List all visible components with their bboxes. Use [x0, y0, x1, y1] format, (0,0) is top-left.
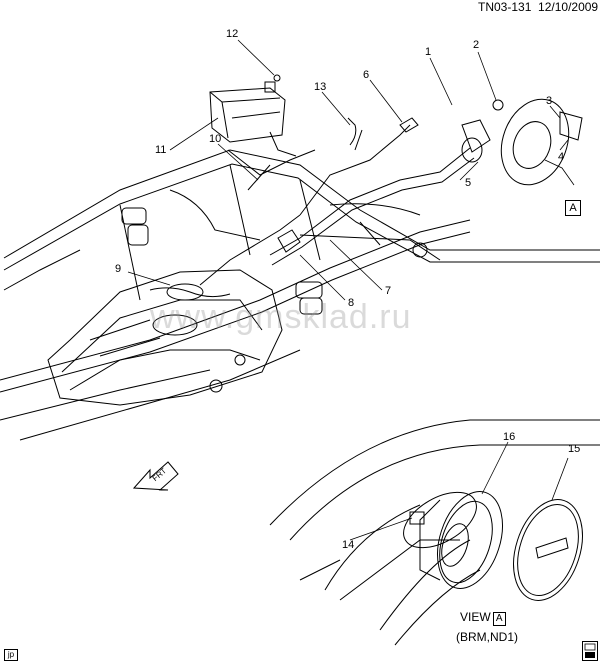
callout-16: 16	[503, 431, 516, 443]
watermark: www.gmsklad.ru	[150, 298, 412, 336]
body-mount	[121, 207, 428, 393]
callout-5: 5	[465, 177, 472, 189]
vapor-lines	[199, 117, 419, 286]
callout-11: 11	[155, 144, 167, 156]
evap-canister	[209, 74, 297, 157]
callout-7: 7	[385, 285, 392, 297]
chassis-frame	[0, 149, 600, 441]
callout-1: 1	[425, 46, 432, 58]
callout-9: 9	[115, 263, 122, 275]
fuel-filler-housing	[409, 491, 503, 589]
corner-code: jp	[4, 649, 18, 661]
fuel-door	[513, 499, 583, 601]
callout-15: 15	[568, 443, 581, 455]
fuel-filler-pipe	[269, 119, 491, 266]
callout-10: 10	[209, 133, 222, 145]
leader-lines	[127, 39, 575, 541]
header-line: TN03-131 12/10/2009	[478, 0, 598, 14]
fuel-tank	[47, 269, 283, 406]
stamp-icon	[582, 641, 598, 661]
callout-6: 6	[363, 69, 370, 81]
drawing-date: 12/10/2009	[538, 0, 599, 14]
callout-8: 8	[348, 297, 355, 309]
view-label-prefix: VIEW	[460, 610, 491, 624]
front-arrow-icon	[132, 461, 179, 491]
view-label-letter: A	[492, 612, 506, 626]
view-a-body-panel	[269, 419, 600, 646]
callout-3: 3	[546, 95, 553, 107]
callout-2: 2	[473, 39, 480, 51]
callout-12: 12	[226, 28, 239, 40]
callout-4: 4	[558, 151, 565, 163]
callout-14: 14	[342, 539, 355, 551]
callout-13: 13	[314, 81, 327, 93]
fuel-door-assembly	[492, 98, 583, 186]
view-a-marker: A	[565, 200, 581, 216]
drawing-code: TN03-131	[478, 0, 532, 14]
view-sub-label: (BRM,ND1)	[456, 630, 518, 644]
